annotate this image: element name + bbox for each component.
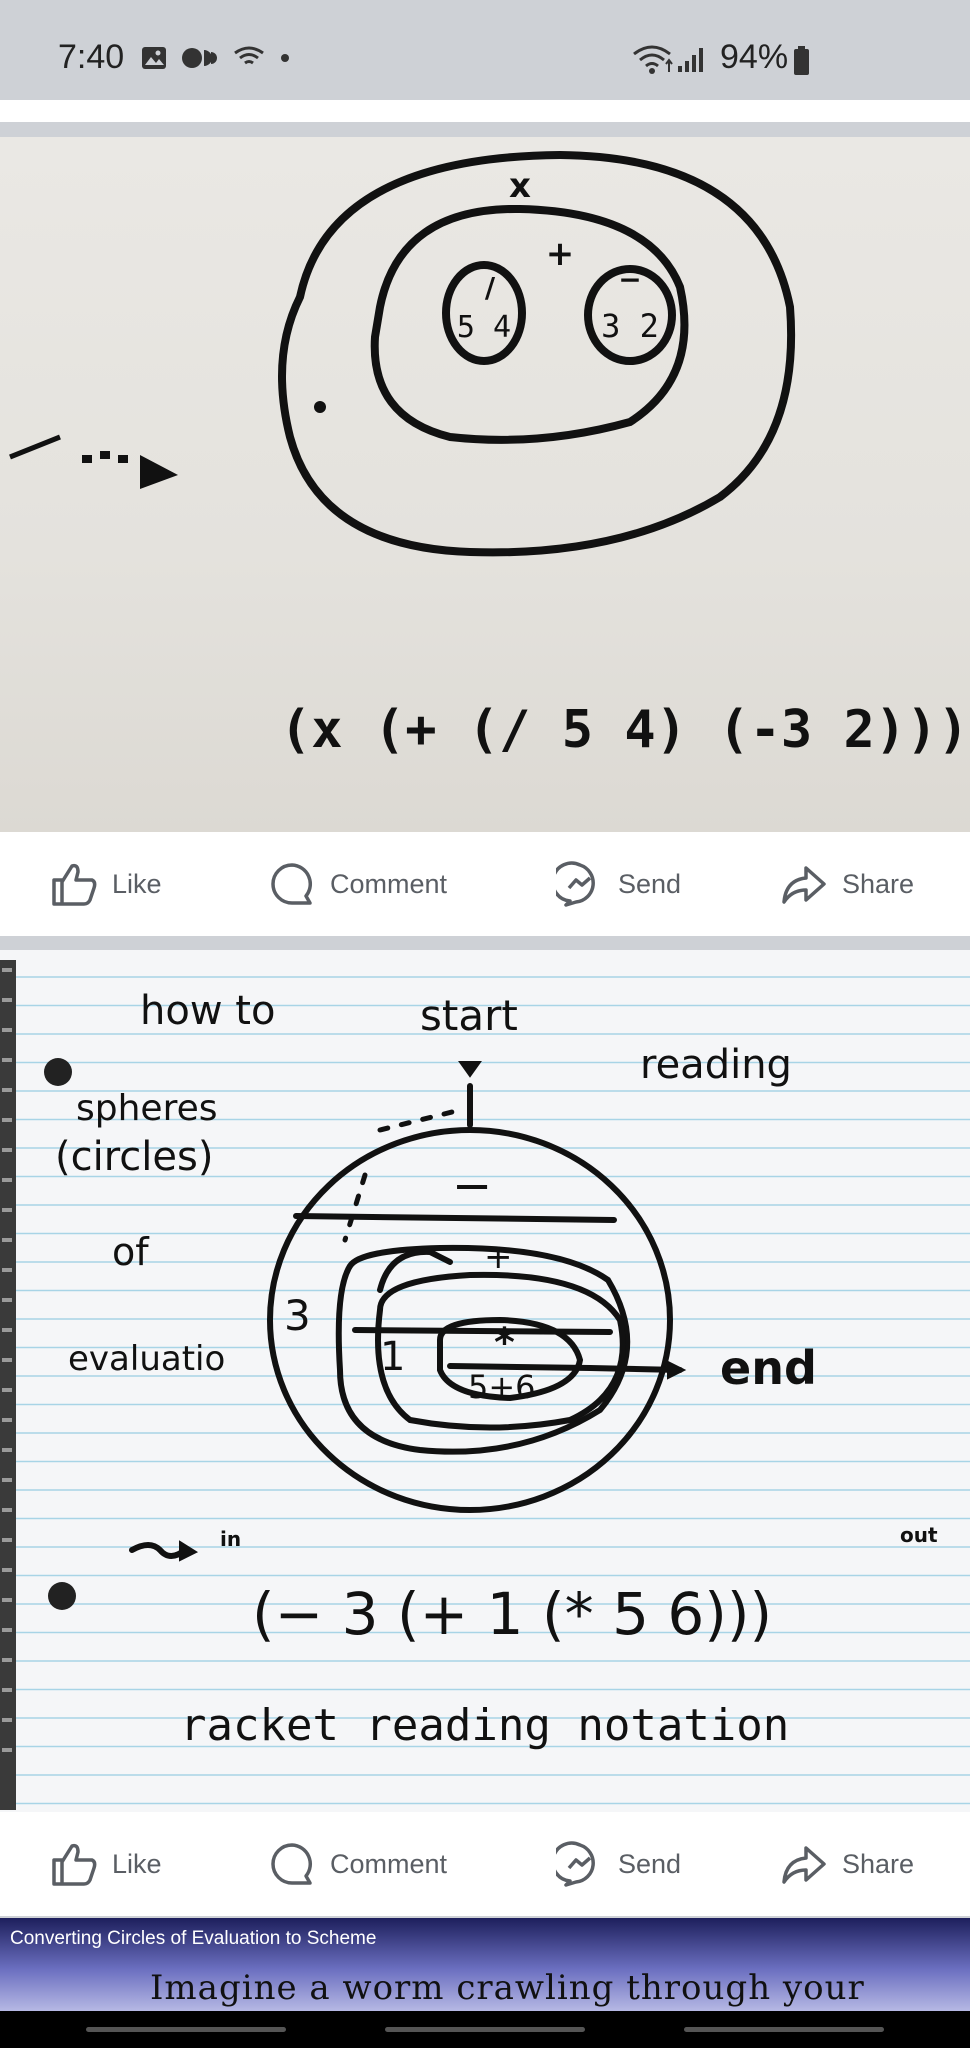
comment-icon: [271, 1843, 313, 1885]
spheres-label: spheres: [76, 1088, 218, 1129]
out-label: out: [900, 1523, 938, 1547]
post-separator: [0, 936, 970, 950]
comment-button[interactable]: Comment: [268, 832, 447, 936]
status-time: 7:40: [58, 38, 125, 76]
dot-icon: [281, 54, 289, 62]
how-to-label: how to: [140, 988, 275, 1034]
nav-home-handle[interactable]: [385, 2027, 585, 2032]
outer-op-label: x: [509, 166, 531, 206]
send-button[interactable]: Send: [556, 832, 681, 936]
circles-drawing: x + / 5 4 − 3 2 (x (+ (/ 5 4) (-3 2))): [9, 150, 969, 760]
comment-icon: [271, 863, 313, 905]
share-label: Share: [842, 868, 915, 899]
post-photo-circles[interactable]: x + / 5 4 − 3 2 (x (+ (/ 5 4) (-3 2))): [0, 137, 970, 832]
thumbs-up-icon: [52, 1843, 97, 1886]
right-circle-label: 3 2: [601, 307, 659, 345]
battery-percent: 94%: [720, 38, 789, 76]
mid-op-label: +: [546, 234, 575, 274]
post1-action-bar: Like Comment Send Share: [0, 832, 970, 936]
post-photo-notebook[interactable]: how to start reading spheres (circles) o…: [0, 950, 970, 1812]
status-bar: 7:40 94%: [0, 0, 970, 100]
messenger-send-icon: [556, 1841, 595, 1887]
like-label: Like: [112, 868, 162, 899]
like-label: Like: [112, 1848, 162, 1879]
feed-top-gap: [0, 100, 970, 122]
minus-label: −: [452, 1158, 492, 1214]
in-label: in: [220, 1527, 241, 1551]
share-icon: [782, 866, 826, 904]
one-label: 1: [380, 1334, 405, 1380]
system-nav-bar: [0, 2011, 970, 2048]
send-label: Send: [618, 868, 682, 899]
comment-label: Comment: [330, 868, 448, 899]
expression-2-label: (− 3 (+ 1 (* 5 6))): [252, 1580, 772, 1648]
end-label: end: [720, 1341, 817, 1395]
messenger-icon: [182, 48, 217, 68]
nav-recents-handle[interactable]: [684, 2027, 884, 2032]
right-op-label: −: [618, 263, 641, 296]
times-label: *: [494, 1320, 515, 1366]
comment-button[interactable]: Comment: [268, 1812, 447, 1916]
cast-icon: [234, 46, 264, 65]
thumbs-up-icon: [52, 863, 97, 906]
gallery-icon: [142, 47, 166, 69]
notification-icons: [140, 44, 292, 72]
comment-label: Comment: [330, 1848, 448, 1879]
expression-label: (x (+ (/ 5 4) (-3 2))): [280, 700, 969, 760]
signal-icon: [678, 48, 703, 72]
five-six-label: 5+6: [468, 1368, 536, 1406]
share-button[interactable]: Share: [780, 832, 914, 936]
share-icon: [782, 1846, 826, 1884]
wifi-icon: [633, 45, 673, 74]
post2-action-bar: Like Comment Send Share: [0, 1812, 970, 1916]
video-preview[interactable]: Converting Circles of Evaluation to Sche…: [0, 1918, 970, 2011]
like-button[interactable]: Like: [50, 832, 162, 936]
notation-label: racket reading notation: [180, 1700, 789, 1751]
share-button[interactable]: Share: [780, 1812, 914, 1916]
send-label: Send: [618, 1848, 682, 1879]
post-separator: [0, 1916, 970, 1918]
three-label: 3: [284, 1291, 311, 1340]
left-circle-label: 5 4: [457, 310, 511, 345]
share-label: Share: [842, 1848, 915, 1879]
notebook-drawing: how to start reading spheres (circles) o…: [0, 950, 970, 1812]
left-op-label: /: [485, 271, 496, 304]
start-label: start: [420, 991, 518, 1040]
nav-back-handle[interactable]: [86, 2027, 286, 2032]
messenger-send-icon: [556, 861, 595, 907]
video-caption: Imagine a worm crawling through your Cir…: [150, 1968, 865, 2011]
evaluation-label: evaluatio: [68, 1339, 225, 1379]
video-title: Converting Circles of Evaluation to Sche…: [10, 1928, 377, 1949]
send-button[interactable]: Send: [556, 1812, 681, 1916]
reading-label: reading: [640, 1042, 792, 1088]
plus-label: +: [484, 1237, 513, 1277]
of-label: of: [112, 1230, 150, 1274]
like-button[interactable]: Like: [50, 1812, 162, 1916]
battery-icon: [794, 46, 809, 75]
circles-label: (circles): [55, 1134, 213, 1180]
